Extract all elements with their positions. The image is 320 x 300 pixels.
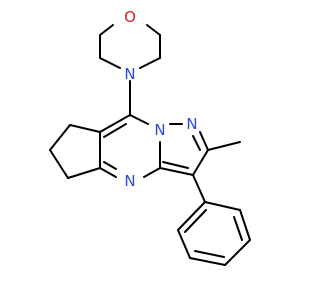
bond [192,174,206,203]
pyrazole-ring [159,123,209,176]
bond [177,229,191,259]
bond [192,135,201,151]
bond [162,161,189,169]
morpholine-ring [99,24,161,69]
bond [146,24,161,36]
bond [199,131,209,151]
bond [103,123,127,138]
bond [139,57,161,69]
bond [99,167,117,178]
bond [143,167,161,178]
bond [204,201,241,211]
morpholine-nitrogen-label: N [124,65,135,83]
bond [233,216,243,241]
methyl-bond [207,141,241,151]
bond [99,114,131,133]
bond [49,149,69,179]
bond [224,239,251,266]
bond [49,124,71,151]
bond [103,161,117,170]
bond [67,167,101,179]
bond [99,57,121,69]
bond [184,209,207,233]
bond [129,114,149,125]
bond [189,257,226,266]
bond [192,149,209,176]
cyclopentane-ring [49,124,101,179]
morpholine-oxygen-label: O [124,8,136,26]
phenyl-ring [177,201,251,266]
bond [177,201,206,231]
pyrimidine-nitrogen-label: N [124,172,135,190]
pyrazole-n1-label: N [154,121,165,139]
pyrazole-n2-label: N [186,115,197,133]
bond [69,124,101,133]
bond [159,167,194,176]
bond [239,209,251,241]
bond [99,24,114,36]
bond [194,250,225,258]
molecule-drawing: O N N N N [49,8,251,266]
pyrimidine-ring [99,114,161,178]
structure-diagram: O N N N N [49,8,251,266]
